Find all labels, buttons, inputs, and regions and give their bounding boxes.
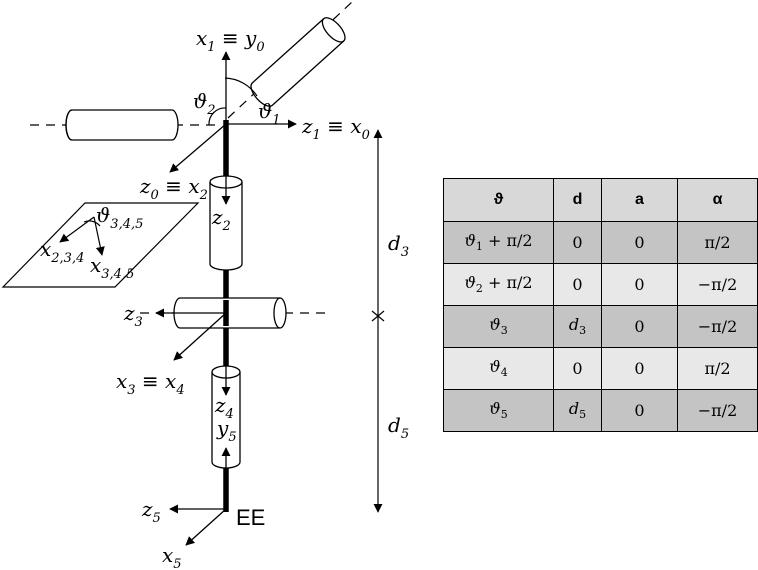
- joint1-cylinder: [250, 17, 346, 107]
- label-theta345: ϑ3,4,5​: [96, 203, 143, 232]
- cell-a: 0: [601, 347, 678, 390]
- rotation-arcs: [208, 77, 258, 126]
- cell-theta: ϑ2 + π/2: [443, 263, 554, 306]
- label-z2: z2​: [211, 205, 231, 234]
- cell-theta: ϑ3: [443, 305, 554, 348]
- plane-x345-arrow: [93, 216, 105, 256]
- cell-theta: ϑ5: [443, 389, 554, 432]
- frame-arrows: [155, 51, 297, 546]
- x5-arrow: [185, 508, 227, 546]
- cell-d: 0: [553, 347, 602, 390]
- table-header-row: ϑ d a α: [443, 178, 758, 222]
- label-z0x2: z0​ ≡ x2​: [139, 174, 208, 203]
- cell-theta: ϑ1 + π/2: [443, 221, 554, 264]
- cell-alpha: −π/2: [677, 263, 758, 306]
- cell-alpha: π/2: [677, 347, 758, 390]
- dimension-line: [371, 129, 385, 513]
- cell-a: 0: [601, 263, 678, 306]
- base-cylinder: [65, 109, 179, 141]
- ee-label: EE: [236, 505, 265, 530]
- label-z1x0: z1​ ≡ x0​: [301, 114, 370, 143]
- cell-a: 0: [601, 221, 678, 264]
- theta2-arc: [224, 77, 258, 97]
- header-d: d: [553, 178, 602, 222]
- joint3-cylinder: [173, 297, 287, 329]
- cell-d: 0: [553, 263, 602, 306]
- label-y5: y5​: [216, 416, 237, 445]
- cell-d: 0: [553, 221, 602, 264]
- cell-d: d3: [553, 305, 602, 348]
- plane-theta345-arc: [83, 220, 101, 227]
- header-theta: ϑ: [443, 178, 554, 222]
- x3-arrow: [173, 312, 227, 361]
- label-x3x4: x3​ ≡ x4​: [116, 369, 185, 398]
- label-z3: z3​: [123, 301, 143, 330]
- cell-alpha: −π/2: [677, 389, 758, 432]
- z0-arrow: [169, 123, 227, 173]
- label-x1y0: x1​ ≡ y0​: [196, 26, 265, 55]
- label-x345: x3,4,5​: [90, 253, 134, 282]
- cell-d: d5: [553, 389, 602, 432]
- plane-outline: [1, 202, 200, 288]
- cell-theta: ϑ4: [443, 347, 554, 390]
- header-a: a: [601, 178, 678, 222]
- cell-alpha: π/2: [677, 221, 758, 264]
- label-z5: z5​: [141, 497, 161, 526]
- wrist-plane: [1, 202, 200, 288]
- label-d5: d5​: [388, 413, 409, 442]
- header-alpha: α: [677, 178, 758, 222]
- theta1-joint-arc: [208, 107, 227, 126]
- label-theta1: ϑ1​: [258, 99, 281, 128]
- cell-a: 0: [601, 389, 678, 432]
- cell-a: 0: [601, 305, 678, 348]
- label-x234: x2,3,4​: [40, 237, 84, 266]
- label-x5: x5​: [162, 543, 182, 570]
- label-d3: d3​: [388, 231, 409, 260]
- label-z4: z4​: [214, 393, 234, 422]
- frame-labels: x1​ ≡ y0​ ϑ2​ ϑ1​ z1​ ≡ x0​ z0​ ≡ x2​z2​ ϑ3,4…: [40, 26, 409, 570]
- cell-alpha: −π/2: [677, 305, 758, 348]
- label-theta2: ϑ2​: [193, 89, 216, 118]
